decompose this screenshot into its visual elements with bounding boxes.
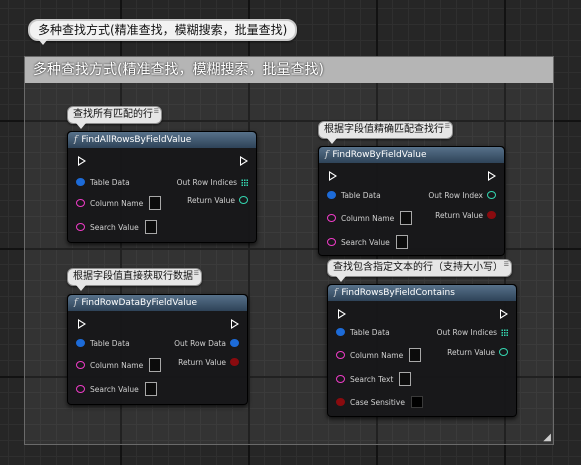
exec-out-pin[interactable]: [231, 319, 239, 329]
input-table-data[interactable]: Table Data: [336, 327, 390, 339]
exec-out-pin[interactable]: [488, 171, 496, 181]
struct-pin-icon[interactable]: [76, 178, 85, 186]
bool-pin-icon[interactable]: [336, 398, 345, 406]
node-title: FindRowsByFieldContains: [341, 288, 455, 298]
output-out-row-indices[interactable]: Out Row Indices: [437, 327, 508, 339]
function-f-icon: f: [74, 298, 78, 308]
exec-in-pin[interactable]: [329, 171, 337, 181]
node-title: FindRowDataByFieldValue: [81, 298, 197, 308]
node-comment-bubble[interactable]: 根据字段值直接获取行数据 ☰: [67, 268, 202, 291]
comment-bubble-text: 多种查找方式(精准查找，模糊搜索，批量查找): [38, 23, 288, 37]
function-f-icon: f: [74, 135, 78, 145]
input-search-text[interactable]: Search Text: [336, 372, 412, 387]
resize-grip-icon[interactable]: ◢: [543, 432, 551, 443]
column-name-field[interactable]: [149, 196, 162, 210]
node-comment-text: 查找所有匹配的行: [73, 109, 153, 120]
output-out-row-index[interactable]: Out Row Index: [428, 190, 496, 202]
string-pin-icon[interactable]: [336, 351, 345, 359]
node-comment-text: 查找包含指定文本的行（支持大小写）: [333, 262, 503, 273]
string-pin-icon[interactable]: [76, 223, 85, 231]
exec-in-pin[interactable]: [338, 309, 346, 319]
comment-pin-icon[interactable]: ☰: [503, 261, 509, 268]
column-name-field[interactable]: [400, 211, 413, 225]
node-comment-text: 根据字段值精确匹配查找行: [324, 124, 444, 135]
struct-pin-icon[interactable]: [76, 339, 85, 347]
exec-out-pin[interactable]: [240, 156, 248, 166]
int-pin-icon[interactable]: [487, 191, 496, 199]
output-return-value[interactable]: Return Value: [435, 210, 496, 222]
string-pin-icon[interactable]: [327, 238, 336, 246]
int-pin-icon[interactable]: [499, 348, 508, 356]
node-title: FindRowByFieldValue: [332, 150, 427, 160]
node-comment-bubble[interactable]: 查找包含指定文本的行（支持大小写） ☰: [327, 259, 512, 282]
bool-pin-icon[interactable]: [487, 211, 496, 219]
comment-header[interactable]: 多种查找方式(精准查找，模糊搜索，批量查找): [25, 57, 553, 83]
input-table-data[interactable]: Table Data: [327, 190, 381, 202]
input-case-sensitive[interactable]: Case Sensitive: [336, 396, 423, 409]
function-f-icon: f: [325, 150, 329, 160]
array-pin-icon[interactable]: [501, 328, 508, 336]
search-value-field[interactable]: [144, 382, 157, 396]
column-name-field[interactable]: [409, 348, 422, 362]
string-pin-icon[interactable]: [76, 385, 85, 393]
case-sensitive-checkbox[interactable]: [410, 396, 423, 408]
bool-pin-icon[interactable]: [230, 358, 239, 366]
function-f-icon: f: [334, 288, 338, 298]
input-search-value[interactable]: Search Value: [76, 220, 157, 235]
string-pin-icon[interactable]: [336, 375, 345, 383]
output-return-value[interactable]: Return Value: [447, 347, 508, 359]
node-comment-bubble[interactable]: 根据字段值精确匹配查找行 ☰: [318, 121, 453, 144]
column-name-field[interactable]: [149, 358, 162, 372]
input-column-name[interactable]: Column Name: [336, 348, 422, 363]
comment-pin-icon[interactable]: ☰: [153, 108, 159, 115]
node-comment-text: 根据字段值直接获取行数据: [73, 271, 193, 282]
input-column-name[interactable]: Column Name: [76, 196, 162, 211]
input-table-data[interactable]: Table Data: [76, 177, 130, 189]
output-return-value[interactable]: Return Value: [187, 195, 248, 207]
int-pin-icon[interactable]: [239, 196, 248, 204]
comment-pin-icon[interactable]: ☰: [193, 270, 199, 277]
comment-pin-icon[interactable]: ☰: [444, 123, 450, 130]
input-search-value[interactable]: Search Value: [327, 235, 408, 250]
struct-pin-icon[interactable]: [327, 191, 336, 199]
input-table-data[interactable]: Table Data: [76, 338, 130, 350]
input-column-name[interactable]: Column Name: [76, 358, 162, 373]
exec-in-pin[interactable]: [78, 156, 86, 166]
comment-bubble[interactable]: 多种查找方式(精准查找，模糊搜索，批量查找): [28, 19, 298, 45]
search-text-field[interactable]: [399, 372, 412, 386]
input-search-value[interactable]: Search Value: [76, 382, 157, 397]
string-pin-icon[interactable]: [327, 214, 336, 222]
input-column-name[interactable]: Column Name: [327, 211, 413, 226]
struct-pin-icon[interactable]: [230, 339, 239, 347]
exec-out-pin[interactable]: [500, 309, 508, 319]
struct-pin-icon[interactable]: [336, 328, 345, 336]
exec-in-pin[interactable]: [78, 319, 86, 329]
output-out-row-indices[interactable]: Out Row Indices: [177, 177, 248, 189]
search-value-field[interactable]: [144, 220, 157, 234]
node-comment-bubble[interactable]: 查找所有匹配的行 ☰: [67, 106, 162, 129]
search-value-field[interactable]: [395, 235, 408, 249]
node-title: FindAllRowsByFieldValue: [81, 135, 192, 145]
array-pin-icon[interactable]: [241, 178, 248, 186]
string-pin-icon[interactable]: [76, 361, 85, 369]
output-return-value[interactable]: Return Value: [178, 357, 239, 369]
string-pin-icon[interactable]: [76, 199, 85, 207]
output-out-row-data[interactable]: Out Row Data: [174, 338, 239, 350]
